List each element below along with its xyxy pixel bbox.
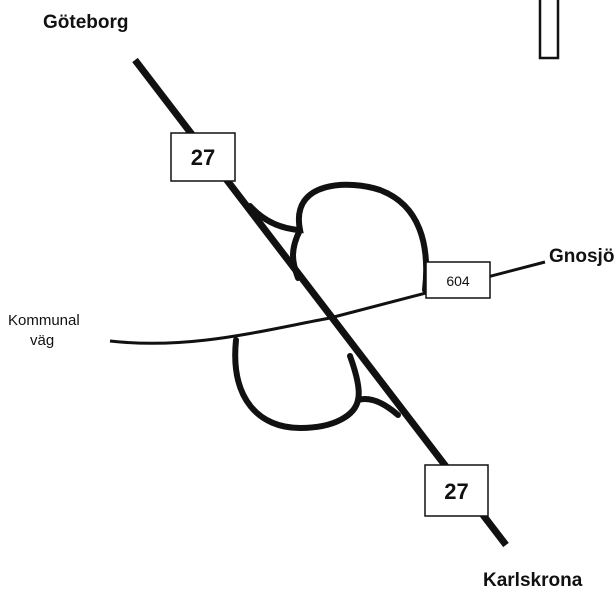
route-shield-north [170, 132, 236, 182]
ramp-connector-northeast [290, 227, 303, 281]
route-shield-south-label: 27 [444, 479, 468, 504]
place-label-karlskrona: Karlskrona [483, 570, 583, 591]
place-label-gnosjo: Gnosjö [549, 246, 614, 267]
route-shield-north-label: 27 [191, 145, 215, 170]
ramp-loop-northeast [247, 181, 430, 293]
route-shield-east-label: 604 [446, 273, 470, 289]
ramp-loop-southwest [232, 337, 362, 432]
route-shield-east [425, 261, 491, 299]
ramp-connector-southwest [355, 396, 401, 418]
place-label-kommunal: Kommunal [8, 312, 80, 329]
place-label-goteborg: Göteborg [43, 12, 129, 33]
route-shield-south [424, 464, 489, 517]
edge-sign-fragment [538, 0, 560, 60]
place-label-vag: väg [30, 332, 54, 349]
cross-road [109, 260, 546, 345]
